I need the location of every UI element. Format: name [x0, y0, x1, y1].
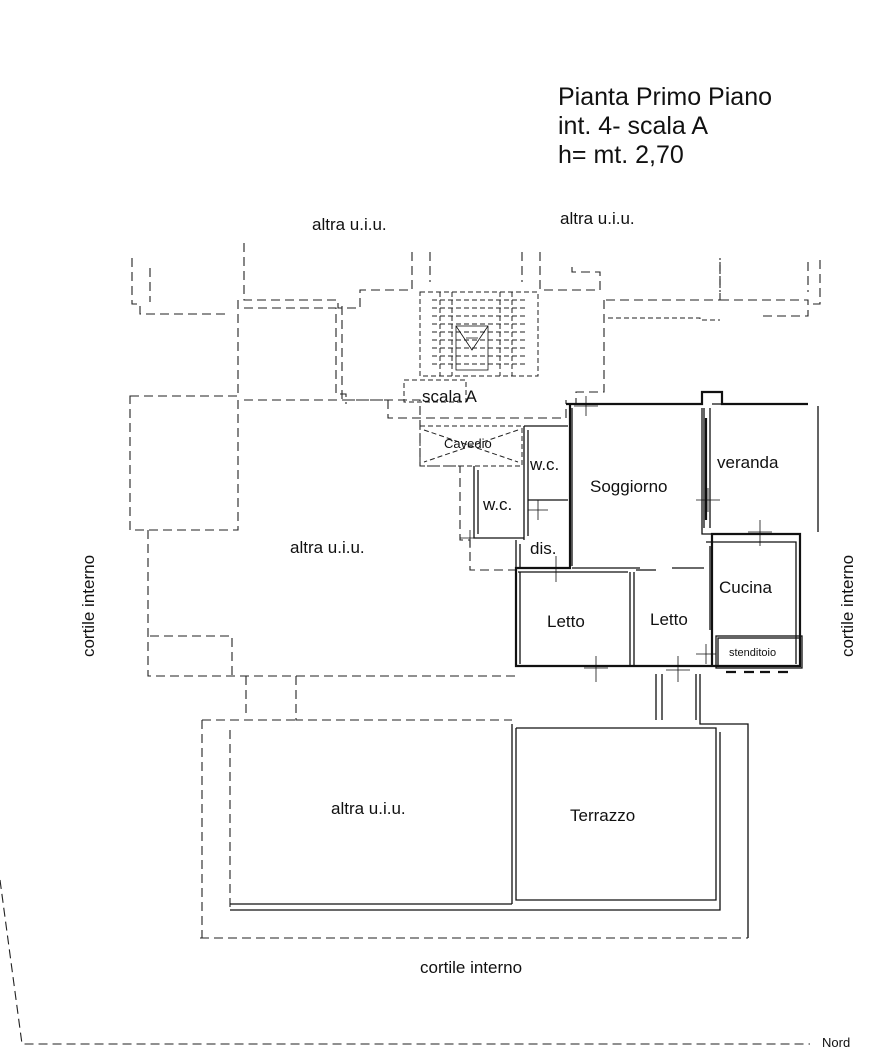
left-neighbor-outline: altra u.i.u.: [129, 395, 518, 721]
label-letto-right: Letto: [650, 610, 688, 629]
cortile-left-group: cortile interno: [79, 555, 98, 657]
label-wc-lower: w.c.: [482, 495, 512, 514]
label-soggiorno: Soggiorno: [590, 477, 668, 496]
label-letto-left: Letto: [547, 612, 585, 631]
label-cavedio: Cavedio: [444, 436, 492, 451]
terrace-outline: altra u.i.u. Terrazzo: [200, 719, 749, 939]
label-stenditoio: stenditoio: [729, 647, 776, 659]
label-cortile-left: cortile interno: [79, 555, 98, 657]
label-veranda: veranda: [717, 453, 779, 472]
unit-reference: int. 4- scala A: [558, 112, 708, 140]
apartment-walls: [460, 390, 819, 725]
ceiling-height: h= mt. 2,70: [558, 141, 684, 169]
label-cucina: Cucina: [719, 578, 772, 597]
stair-core: scala A: [341, 291, 605, 419]
plan-title: Pianta Primo Piano: [558, 83, 772, 111]
room-labels: altra u.i.u. altra u.i.u. w.c. w.c. Sogg…: [312, 209, 850, 1050]
label-scala: scala A: [422, 387, 477, 406]
label-cortile-right: cortile interno: [838, 555, 857, 657]
label-wc-upper: w.c.: [529, 455, 559, 474]
title-block: Pianta Primo Piano int. 4- scala A h= mt…: [558, 83, 772, 169]
top-neighbor-outline: [131, 243, 821, 404]
label-altra-top-left: altra u.i.u.: [312, 215, 387, 234]
site-boundary: [0, 879, 810, 1045]
label-dis: dis.: [530, 539, 556, 558]
label-altra-middle: altra u.i.u.: [290, 538, 365, 557]
cavedio-shaft: Cavedio: [419, 425, 523, 467]
label-altra-top-right: altra u.i.u.: [560, 209, 635, 228]
label-terrazzo: Terrazzo: [570, 806, 635, 825]
label-altra-bottom: altra u.i.u.: [331, 799, 406, 818]
label-nord: Nord: [822, 1035, 850, 1050]
cortile-right-group: cortile interno: [838, 555, 857, 657]
label-cortile-bottom: cortile interno: [420, 958, 522, 977]
